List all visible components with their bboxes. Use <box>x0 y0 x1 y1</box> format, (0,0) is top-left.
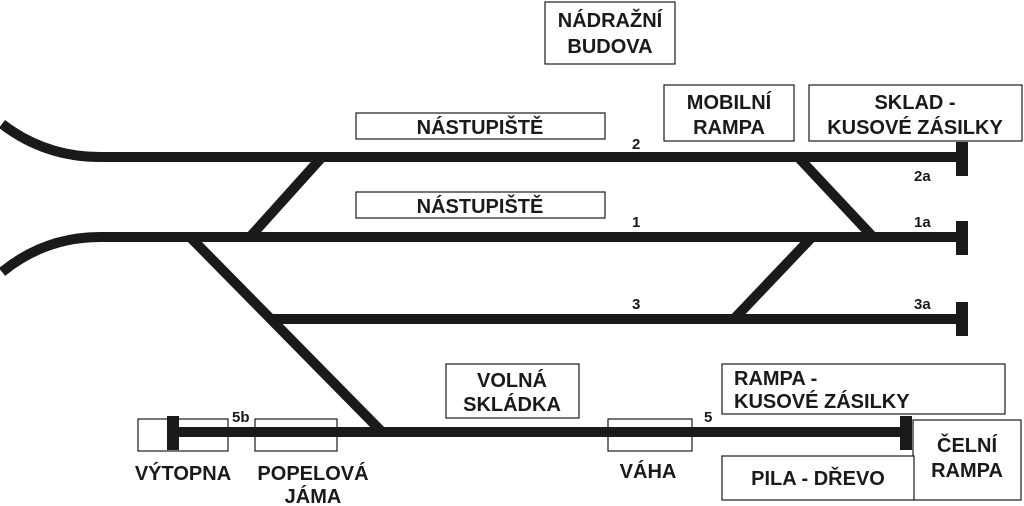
warehouse-line1: SKLAD - <box>874 92 955 114</box>
mobile-ramp-line2: RAMPA <box>693 117 765 139</box>
track-1 <box>0 232 962 276</box>
open-storage-line1: VOLNÁ <box>477 369 547 392</box>
scale-label: VÁHA <box>620 460 677 483</box>
platform-upper: NÁSTUPIŠTĚ <box>355 112 606 140</box>
heating-house-label: VÝTOPNA <box>135 461 231 485</box>
open-storage-line2: SKLÁDKA <box>463 393 561 416</box>
track-label-5b: 5b <box>232 409 250 426</box>
end-ramp-line2: RAMPA <box>931 460 1003 482</box>
ash-pit-line2: JÁMA <box>285 485 342 506</box>
end-ramp: ČELNÍ RAMPA <box>912 419 1022 501</box>
track-label-5: 5 <box>704 409 712 426</box>
track-label-2a: 2a <box>914 168 931 185</box>
track-label-3: 3 <box>632 296 640 313</box>
crossover-2-to-1-left <box>246 153 326 241</box>
station-building-line1: NÁDRAŽNÍ <box>558 8 663 32</box>
ramp-parcels-line2: KUSOVÉ ZÁSILKY <box>734 390 910 413</box>
ramp-parcels-line1: RAMPA - <box>734 368 817 390</box>
diagonal-1-to-5 <box>186 233 386 436</box>
track-2 <box>0 120 962 162</box>
mobile-ramp: MOBILNÍ RAMPA <box>663 84 795 142</box>
platform-lower: NÁSTUPIŠTĚ <box>355 191 606 219</box>
track-label-2: 2 <box>632 136 640 153</box>
crossover-1-to-3-right <box>730 233 816 323</box>
open-storage: VOLNÁ SKLÁDKA <box>445 363 580 419</box>
sawmill-label: PILA - DŘEVO <box>751 466 885 490</box>
mobile-ramp-line1: MOBILNÍ <box>687 91 772 114</box>
track-label-1a: 1a <box>914 214 931 231</box>
end-ramp-line1: ČELNÍ <box>937 433 997 457</box>
warehouse-line2: KUSOVÉ ZÁSILKY <box>827 116 1003 139</box>
station-building: NÁDRAŽNÍ BUDOVA <box>544 1 676 65</box>
warehouse: SKLAD - KUSOVÉ ZÁSILKY <box>808 84 1023 142</box>
crossover-2-to-1-right <box>794 153 877 241</box>
platform-upper-label: NÁSTUPIŠTĚ <box>417 115 544 139</box>
ramp-parcels: RAMPA - KUSOVÉ ZÁSILKY <box>721 363 1006 415</box>
track-label-3a: 3a <box>914 296 931 313</box>
platform-lower-label: NÁSTUPIŠTĚ <box>417 194 544 218</box>
ash-pit-line1: POPELOVÁ <box>257 462 368 485</box>
sawmill: PILA - DŘEVO <box>721 455 915 501</box>
station-building-line2: BUDOVA <box>567 36 652 58</box>
track-label-1: 1 <box>632 214 640 231</box>
